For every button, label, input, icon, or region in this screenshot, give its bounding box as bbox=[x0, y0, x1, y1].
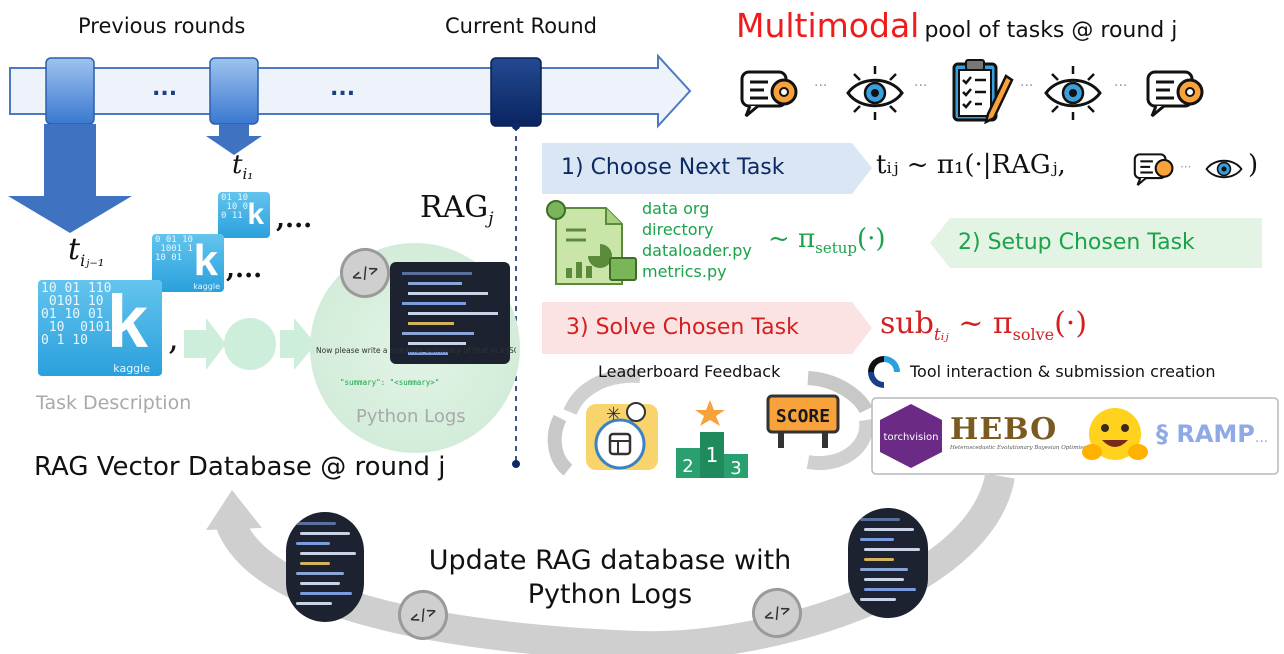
torchvision-text: torchvision bbox=[884, 432, 939, 443]
code-snapshot-right bbox=[848, 508, 928, 618]
comma-large: , bbox=[168, 318, 179, 358]
kaggle-tile-medium: 0 01 10 1001 1 10 01 k kaggle bbox=[152, 234, 224, 292]
multimodal-title: Multimodal pool of tasks @ round j bbox=[736, 6, 1177, 45]
tools-more: ... bbox=[1254, 430, 1269, 446]
cycle-arrow-top bbox=[563, 368, 641, 416]
hebo-text: HEBO bbox=[950, 412, 1058, 447]
flow-arrow-1 bbox=[184, 318, 226, 370]
podium-2: 2 bbox=[682, 456, 693, 477]
step3-band bbox=[542, 302, 872, 354]
score-board-icon: SCORE bbox=[766, 394, 840, 448]
task-description-label: Task Description bbox=[36, 392, 192, 414]
update-line-2: Python Logs bbox=[527, 579, 693, 610]
multimodal-word: Multimodal bbox=[736, 6, 920, 45]
step3-formula: subtᵢⱼ ~ πsolve(·) bbox=[880, 306, 1088, 345]
comma-ellipsis-2: ,... bbox=[226, 254, 263, 284]
code-snapshot-left bbox=[286, 512, 364, 622]
step1-formula: tᵢⱼ ~ π₁(·|RAGⱼ, bbox=[876, 150, 1066, 180]
down-arrow-small bbox=[206, 124, 262, 155]
comma-ellipsis-1: ,... bbox=[276, 204, 313, 234]
update-rag-text: Update RAG database with Python Logs bbox=[400, 544, 820, 612]
podium-trophy-icon: 2 1 3 bbox=[676, 400, 748, 479]
t-i1-label: ti₁ bbox=[232, 150, 254, 184]
torchvision-logo: torchvision bbox=[880, 404, 942, 468]
step3-label: 3) Solve Chosen Task bbox=[566, 315, 799, 340]
tool-interaction-label: Tool interaction & submission creation bbox=[910, 362, 1216, 381]
ai-chip-icon bbox=[740, 70, 798, 118]
cycle-arrow-bottom bbox=[806, 419, 874, 471]
document-chart-icon bbox=[546, 200, 637, 285]
ai-chip-icon-2 bbox=[1146, 70, 1204, 118]
pool-of-tasks: pool of tasks @ round j bbox=[924, 18, 1178, 43]
round-square-2 bbox=[209, 57, 259, 125]
ramp-text: RAMP bbox=[1176, 420, 1255, 448]
eye-icon-formula bbox=[1205, 159, 1243, 179]
setup-file-0: data org bbox=[642, 199, 710, 218]
step2-formula: ~ πsetup(·) bbox=[768, 224, 886, 258]
hebo-logo: HEBO Heteroscedastic Evolutionary Bayesi… bbox=[950, 412, 1097, 451]
hugging-face-icon bbox=[1082, 408, 1148, 460]
hebo-subtitle: Heteroscedastic Evolutionary Bayesian Op… bbox=[950, 445, 1098, 451]
setup-files-list: data org directory dataloader.py metrics… bbox=[642, 198, 752, 282]
timeline-dots-1: ... bbox=[152, 76, 178, 101]
rag-vector-database-label: RAG Vector Database @ round j bbox=[34, 452, 446, 482]
podium-3: 3 bbox=[730, 458, 741, 479]
clipboard-checklist-icon bbox=[952, 59, 1014, 124]
python-logs-label: Python Logs bbox=[356, 406, 466, 427]
update-line-1: Update RAG database with bbox=[428, 545, 792, 576]
code-summary-text: "summary": "<summary>" bbox=[340, 378, 440, 387]
svg-text:✳: ✳ bbox=[606, 404, 621, 425]
score-text: SCORE bbox=[776, 406, 830, 427]
setup-file-2: dataloader.py bbox=[642, 241, 752, 260]
flow-node bbox=[224, 318, 276, 370]
step1-band bbox=[542, 143, 872, 194]
setup-file-3: metrics.py bbox=[642, 262, 727, 281]
down-arrow-large bbox=[8, 124, 132, 233]
code-log-snapshot: Now please write a one-liner summary of … bbox=[316, 262, 516, 398]
round-square-current bbox=[490, 57, 542, 127]
badge-gear-icon: ✳ bbox=[586, 402, 658, 470]
sync-icon bbox=[868, 356, 900, 388]
current-round-label: Current Round bbox=[445, 14, 597, 38]
leaderboard-feedback-label: Leaderboard Feedback bbox=[598, 362, 781, 381]
step1-label: 1) Choose Next Task bbox=[561, 155, 785, 180]
code-prompt-text: Now please write a one-liner summary of … bbox=[316, 346, 516, 355]
eye-icon bbox=[846, 66, 904, 120]
step2-band bbox=[930, 218, 1262, 268]
round-square-1 bbox=[45, 57, 95, 125]
rag-j-label: RAGj bbox=[420, 190, 494, 229]
ai-chip-icon-formula bbox=[1133, 153, 1174, 186]
ramp-logo: § RAMP... bbox=[1156, 420, 1269, 448]
kaggle-tile-large: 10 01 110 0101 10 1 01 10 01 10 0101 0 1… bbox=[38, 280, 162, 376]
t-ij1-label: tiⱼ₋₁ bbox=[68, 232, 105, 270]
tools-box bbox=[871, 397, 1279, 475]
previous-rounds-label: Previous rounds bbox=[78, 14, 246, 38]
task-pool-icons: ··· ··· ··· ··· bbox=[738, 59, 1268, 124]
podium-1: 1 bbox=[706, 443, 719, 467]
step1-formula-close: ) bbox=[1248, 150, 1259, 180]
eye-icon-2 bbox=[1044, 66, 1102, 120]
flow-arrow-2 bbox=[280, 318, 316, 370]
timeline-dots-2: ... bbox=[330, 76, 356, 101]
kaggle-tile-small: 01 10 10 01 0 11 k bbox=[218, 192, 270, 238]
step2-label: 2) Setup Chosen Task bbox=[958, 230, 1195, 255]
setup-file-1: directory bbox=[642, 220, 714, 239]
